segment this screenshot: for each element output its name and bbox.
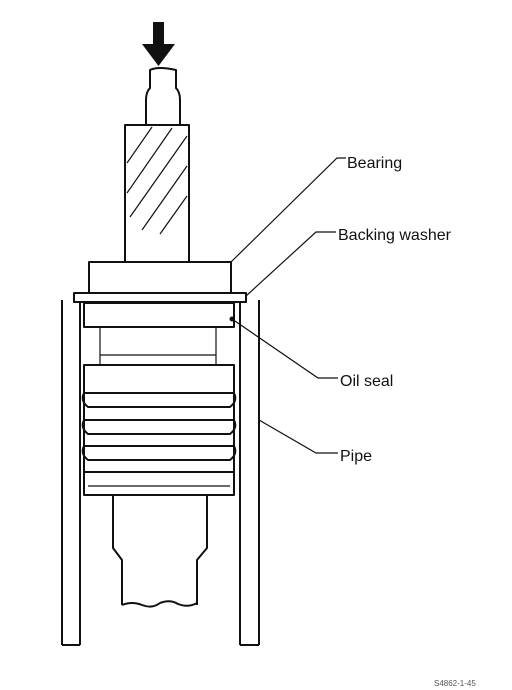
- oil-seal: [81, 355, 237, 496]
- pipe: [61, 300, 260, 646]
- hatch-pattern: [126, 126, 188, 235]
- installer-shaft: [124, 67, 190, 263]
- label-bearing: Bearing: [347, 155, 402, 172]
- label-backing-washer: Backing washer: [338, 227, 452, 244]
- label-oil-seal: Oil seal: [340, 373, 393, 390]
- label-pipe: Pipe: [340, 448, 372, 465]
- seal-ring: [83, 302, 235, 356]
- lower-shaft: [112, 495, 208, 608]
- backing-washer: [73, 292, 247, 303]
- down-arrow-icon: [142, 22, 175, 66]
- bearing: [88, 261, 232, 294]
- figure-code: S4862-1-45: [434, 679, 476, 688]
- leader-lines: [230, 157, 346, 454]
